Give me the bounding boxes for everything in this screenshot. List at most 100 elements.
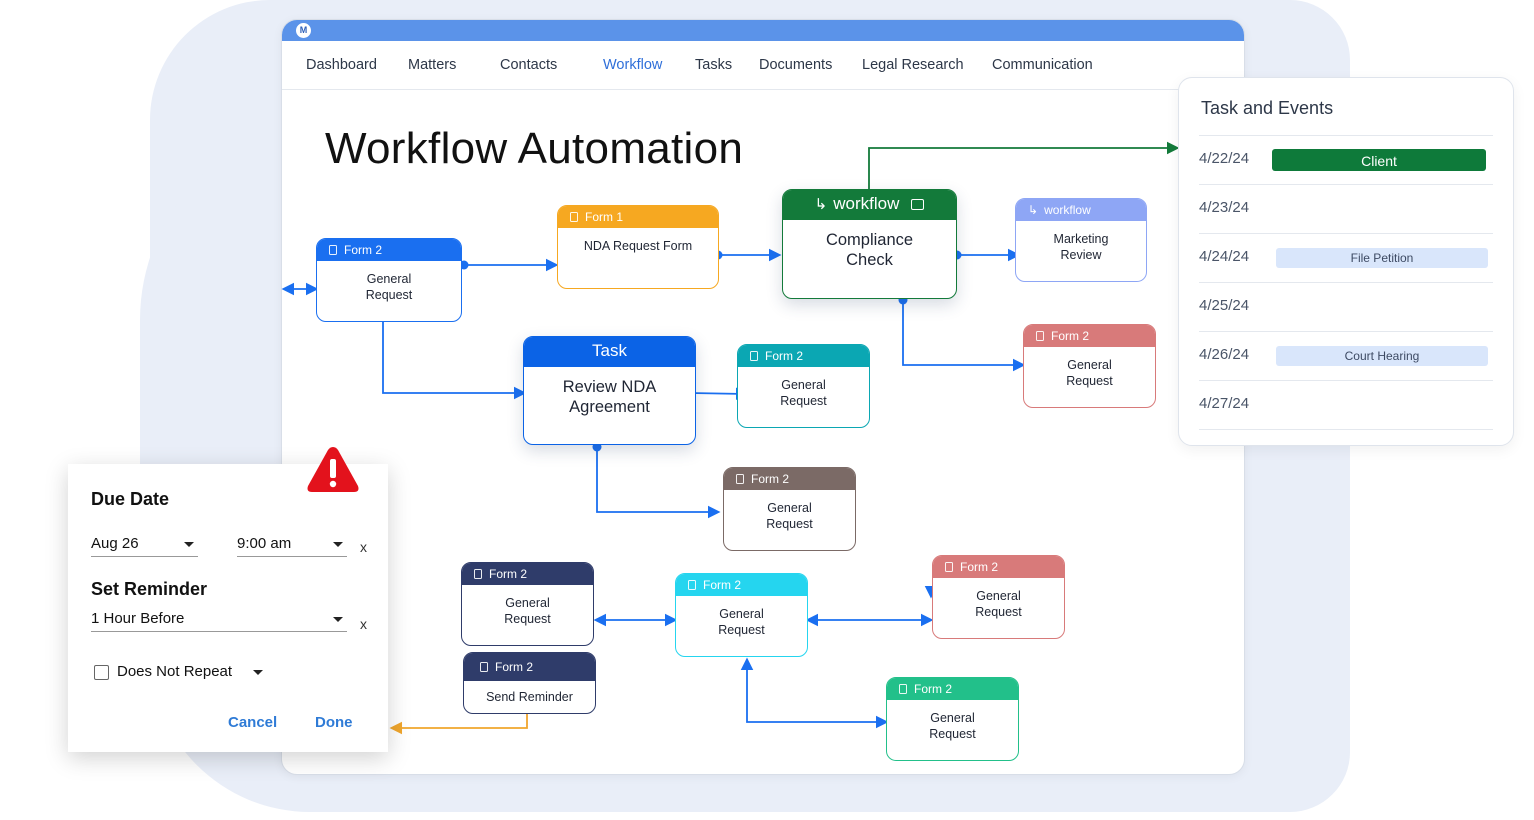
node-body: General Request [504, 596, 551, 626]
node-send-reminder[interactable]: Form 2 Send Reminder [463, 652, 596, 714]
document-icon [480, 662, 488, 672]
event-date: 4/23/24 [1199, 199, 1250, 216]
document-icon [899, 684, 907, 694]
warning-icon [307, 447, 359, 492]
panel-title: Task and Events [1201, 98, 1334, 118]
event-row[interactable]: 4/26/24 Court Hearing [1199, 331, 1493, 381]
event-date: 4/25/24 [1199, 297, 1250, 314]
node-header: Form 2 [464, 653, 595, 681]
nav-contacts[interactable]: Contacts [500, 57, 558, 73]
node-body: Send Reminder [486, 690, 573, 704]
document-icon [1036, 331, 1044, 341]
node-general-request-teal[interactable]: Form 2 General Request [737, 344, 870, 428]
nav-tasks[interactable]: Tasks [695, 57, 733, 73]
node-body: General Request [780, 378, 827, 408]
node-body: Review NDA Agreement [562, 378, 657, 416]
caret-down-icon [333, 617, 343, 622]
node-header-label: Form 2 [751, 472, 790, 486]
node-header-label: Form 1 [585, 210, 624, 224]
done-button[interactable]: Done [315, 714, 353, 731]
node-general-request-left[interactable]: Form 2 General Request [316, 238, 462, 322]
node-body: General Request [766, 501, 813, 531]
node-marketing-review[interactable]: ↳workflow Marketing Review [1015, 198, 1147, 282]
event-date: 4/22/24 [1199, 150, 1250, 167]
event-row[interactable]: 4/24/24 File Petition [1199, 233, 1493, 283]
caret-down-icon[interactable] [253, 670, 263, 675]
event-row[interactable]: 4/25/24 [1199, 282, 1493, 332]
event-badge-file-petition[interactable]: File Petition [1276, 248, 1488, 268]
nav-matters[interactable]: Matters [408, 57, 457, 73]
caret-down-icon [184, 542, 194, 547]
node-body: General Request [718, 607, 765, 637]
event-date: 4/24/24 [1199, 248, 1250, 265]
caret-down-icon [333, 542, 343, 547]
node-general-request-navy[interactable]: Form 2 General Request [461, 562, 594, 646]
node-general-request-red[interactable]: Form 2 General Request [1023, 324, 1156, 408]
event-date: 4/26/24 [1199, 346, 1250, 363]
event-badge-court-hearing[interactable]: Court Hearing [1276, 346, 1488, 366]
node-general-request-green[interactable]: Form 2 General Request [886, 677, 1019, 761]
node-body: General Request [929, 711, 976, 741]
node-review-nda-agreement[interactable]: Task Review NDA Agreement [523, 336, 696, 445]
node-body: NDA Request Form [583, 239, 693, 253]
node-header: Form 1 [558, 206, 718, 228]
nav-dashboard[interactable]: Dashboard [306, 57, 377, 73]
panel-icon [911, 199, 925, 210]
event-row[interactable]: 4/27/24 [1199, 380, 1493, 430]
task-events-panel: Task and Events 4/22/24 Client 4/23/24 4… [1178, 77, 1514, 446]
date-select[interactable]: Aug 26 [91, 535, 198, 557]
node-header: Form 2 [724, 468, 855, 490]
node-general-request-brown[interactable]: Form 2 General Request [723, 467, 856, 551]
node-body: General Request [365, 272, 413, 302]
document-icon [688, 580, 696, 590]
node-header: ↳ workflow [783, 190, 956, 220]
due-date-dialog: Due Date Aug 26 9:00 am x Set Reminder 1… [68, 464, 388, 752]
node-general-request-pink[interactable]: Form 2 General Request [932, 555, 1065, 639]
nav-workflow[interactable]: Workflow [603, 57, 663, 73]
node-general-request-cyan[interactable]: Form 2 General Request [675, 573, 808, 657]
node-header-label: workflow [1044, 203, 1091, 217]
checkbox-icon[interactable] [94, 665, 109, 680]
node-nda-request-form[interactable]: Form 1 NDA Request Form [557, 205, 719, 289]
time-select[interactable]: 9:00 am [237, 535, 347, 557]
clear-time-button[interactable]: x [360, 539, 367, 555]
clear-reminder-button[interactable]: x [360, 616, 367, 632]
top-nav: Dashboard Matters Contacts Workflow Task… [282, 41, 1244, 90]
set-reminder-label: Set Reminder [91, 579, 208, 599]
cancel-button[interactable]: Cancel [228, 714, 278, 731]
node-header-label: Form 2 [1051, 329, 1090, 343]
node-header: Form 2 [462, 563, 593, 585]
title-bar: M [282, 20, 1244, 41]
node-header: ↳workflow [1016, 199, 1146, 221]
node-body: Marketing Review [1053, 232, 1109, 262]
event-badge-client[interactable]: Client [1272, 149, 1486, 171]
document-icon [329, 245, 337, 255]
node-header-label: Form 2 [765, 349, 804, 363]
document-icon [736, 474, 744, 484]
nav-communication[interactable]: Communication [992, 57, 1093, 73]
reminder-select[interactable]: 1 Hour Before [91, 610, 347, 632]
node-header: Form 2 [887, 678, 1018, 700]
app-logo: M [296, 23, 311, 38]
node-body: General Request [1066, 358, 1113, 388]
time-value: 9:00 am [237, 535, 292, 552]
nav-documents[interactable]: Documents [759, 57, 833, 73]
document-icon [474, 569, 482, 579]
node-header-label: Form 2 [344, 243, 383, 257]
node-header-label: workflow [833, 194, 900, 213]
document-icon [750, 351, 758, 361]
repeat-label[interactable]: Does Not Repeat [117, 663, 233, 680]
node-header-label: Form 2 [489, 567, 528, 581]
workflow-arrow-icon: ↳ [814, 196, 828, 213]
node-compliance-check[interactable]: ↳workflow Compliance Check [782, 189, 957, 299]
nav-legal-research[interactable]: Legal Research [862, 57, 964, 73]
reminder-value: 1 Hour Before [91, 610, 185, 627]
page-title: Workflow Automation [325, 124, 744, 173]
node-header: Form 2 [676, 574, 807, 596]
node-header: Form 2 [738, 345, 869, 367]
node-header: Form 2 [317, 239, 461, 261]
event-row[interactable]: 4/23/24 [1199, 184, 1493, 234]
document-icon [945, 562, 953, 572]
event-row[interactable]: 4/22/24 Client [1199, 135, 1493, 185]
document-icon [570, 212, 578, 222]
